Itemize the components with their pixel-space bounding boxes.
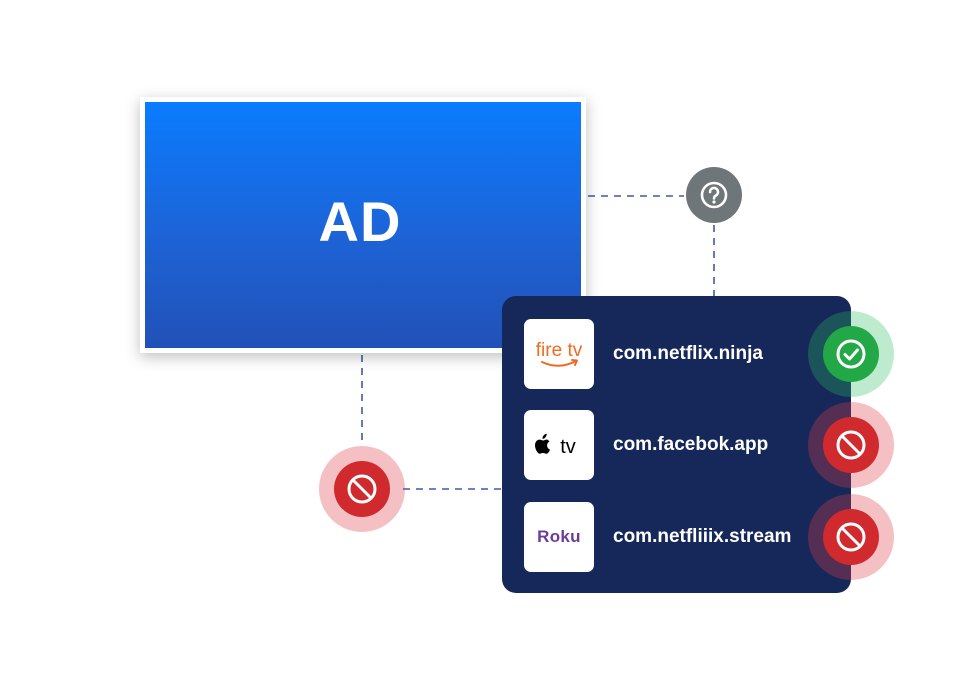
apple-tv-logo-text: tv — [560, 436, 576, 458]
block-icon — [836, 522, 866, 552]
app-row-roku: Roku com.netfliiix.stream — [502, 502, 851, 572]
question-icon — [700, 181, 728, 209]
app-id-label: com.netflix.ninja — [613, 343, 763, 364]
apps-panel: fire tv com.netflix.ninja tv com.facebok… — [502, 296, 851, 593]
roku-logo-text: Roku — [537, 527, 581, 546]
app-row-firetv: fire tv com.netflix.ninja — [502, 319, 851, 389]
blocked-status-badge — [319, 446, 405, 532]
roku-logo: Roku — [524, 502, 594, 572]
blocked-status-badge — [808, 494, 894, 580]
apple-tv-logo: tv — [524, 410, 594, 480]
allowed-status-badge — [808, 311, 894, 397]
fire-tv-logo-text: fire tv — [536, 340, 583, 361]
block-icon — [836, 430, 866, 460]
check-circle-icon — [836, 339, 866, 369]
unknown-status-badge — [686, 167, 742, 223]
ad-label: AD — [318, 189, 402, 253]
apple-tv-logo-graphic: tv — [535, 433, 576, 458]
app-id-label: com.facebok.app — [613, 434, 769, 455]
blocked-status-badge — [808, 402, 894, 488]
fire-tv-logo: fire tv — [524, 319, 594, 389]
app-id-label: com.netfliiix.stream — [613, 526, 792, 547]
app-row-appletv: tv com.facebok.app — [502, 410, 851, 480]
block-icon — [347, 474, 377, 504]
fire-tv-logo-graphic: fire tv — [536, 340, 583, 367]
apple-icon — [535, 433, 550, 454]
